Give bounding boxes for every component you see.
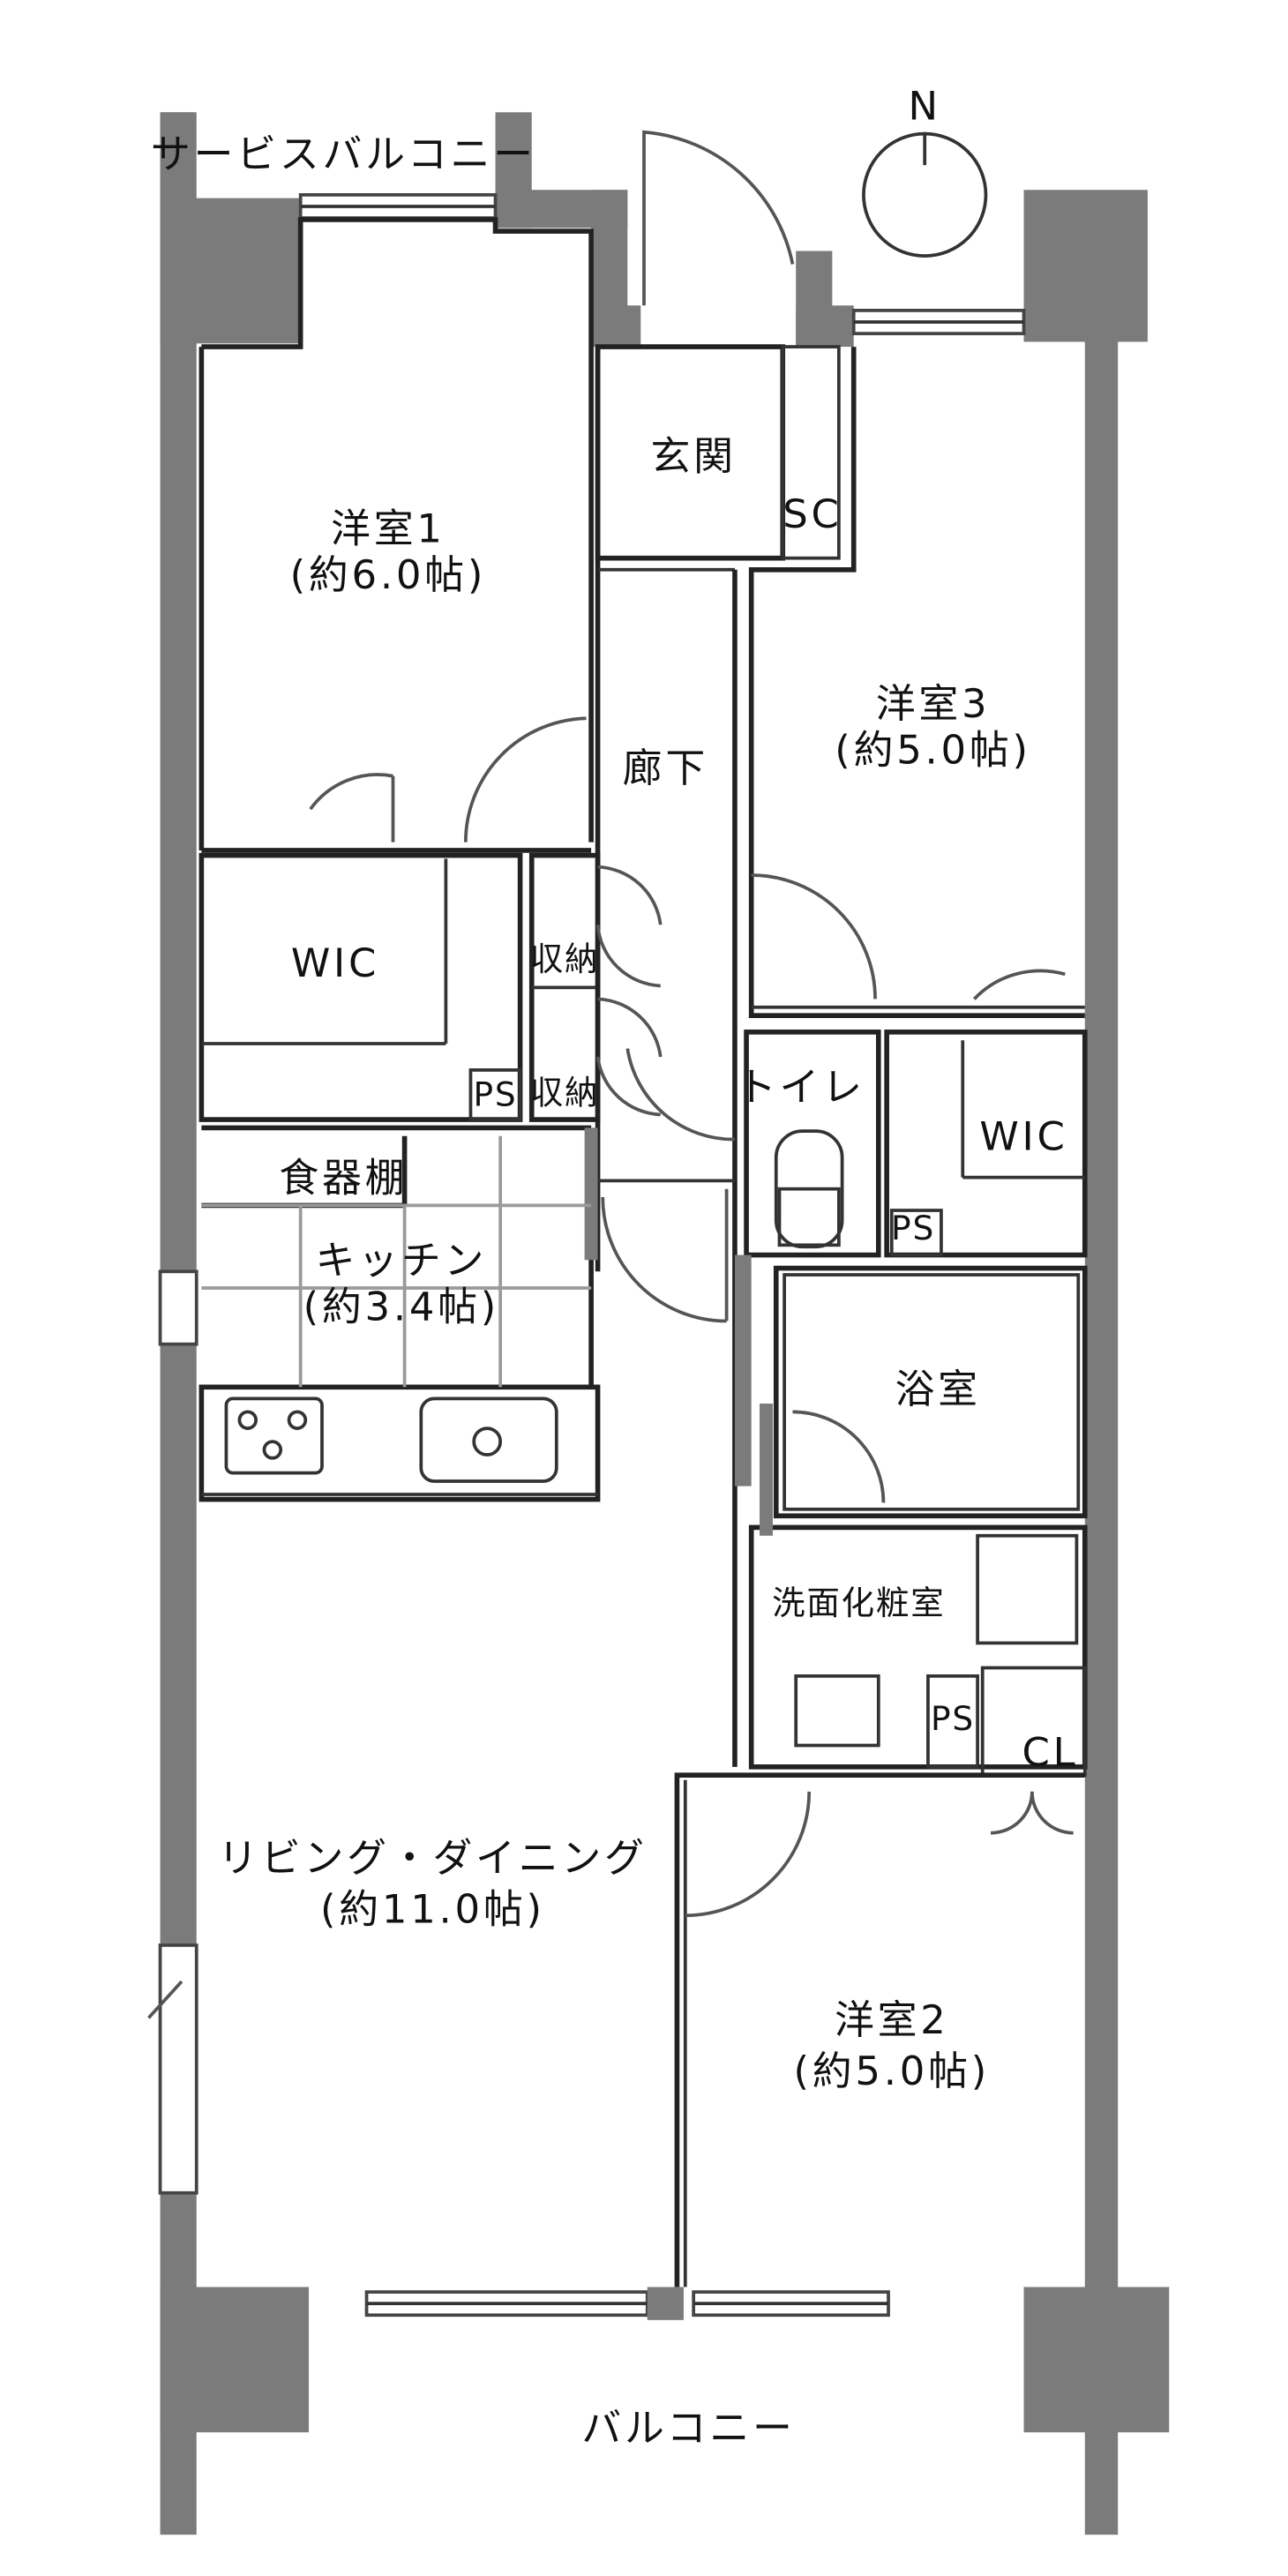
room-labels: サービスバルコニー 玄関 SC 洋室1 (約6.0帖) 洋室3 (約5.0帖) … [151,131,1079,2451]
western-room-3-name: 洋室3 [876,680,991,727]
pantry-label: 食器棚 [279,1154,408,1201]
hallway-label: 廊下 [623,745,708,791]
western-room-1-name: 洋室1 [331,505,446,552]
kitchen-name: キッチン [316,1237,488,1284]
doors [147,130,1074,2019]
storage-1-label: 収納 [530,940,600,978]
compass-north-label: N [909,83,941,130]
interior-walls [198,217,1088,2288]
ps-2-label: PS [891,1209,935,1247]
western-room-2-size: (約5.0帖) [794,2048,990,2094]
living-dining-size: (約11.0帖) [320,1886,545,1933]
shoe-closet-label: SC [783,490,842,537]
wic-1-label: WIC [291,940,379,986]
toilet-label: トイレ [737,1063,865,1110]
kitchen-size: (約3.4帖) [303,1283,499,1329]
compass: N [862,83,988,258]
ps-1-label: PS [473,1075,517,1113]
service-balcony-label: サービスバルコニー [151,131,536,177]
closet-label: CL [1022,1729,1079,1776]
bathroom-label: 浴室 [895,1366,981,1412]
living-dining-name: リビング・ダイニング [218,1835,648,1882]
washroom-label: 洗面化粧室 [772,1584,945,1622]
entrance-label: 玄関 [650,432,736,479]
western-room-1-size: (約6.0帖) [290,551,486,598]
outer-walls [158,112,1170,2535]
western-room-2-name: 洋室2 [835,1996,949,2043]
western-room-3-size: (約5.0帖) [835,727,1030,774]
balcony-label: バルコニー [581,2404,795,2451]
ps-3-label: PS [931,1699,975,1738]
wic-2-label: WIC [979,1113,1067,1160]
storage-2-label: 収納 [530,1074,600,1112]
top-windows [298,193,1026,2320]
